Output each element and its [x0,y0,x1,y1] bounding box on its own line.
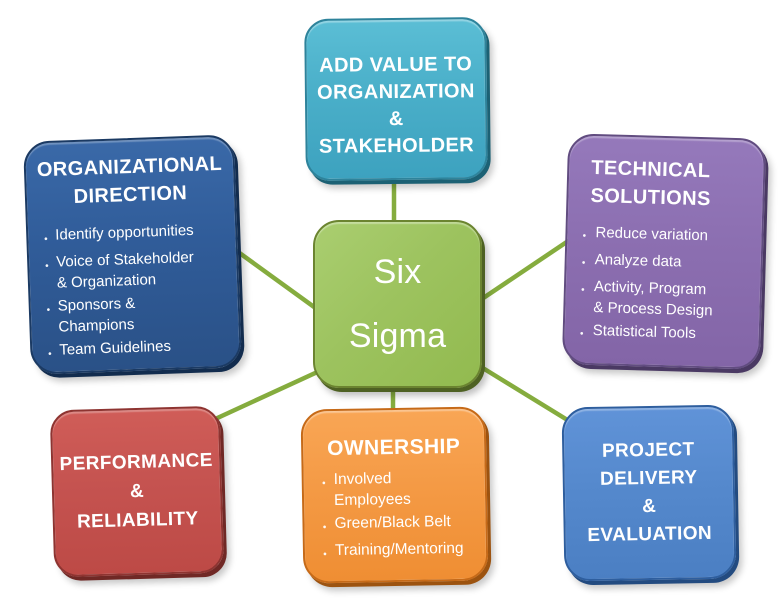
technical-solutions-bullet-list: • Reduce variation • Analyze data • Acti… [564,221,761,349]
bullet-text: Statistical Tools [592,322,697,342]
bullet-text: Green/Black Belt [334,513,451,533]
bullet-text: Analyze data [594,251,682,271]
node-performance-reliability: PERFORMANCE & RELIABILITY [49,405,225,578]
bullet-item: • Sponsors & Champions [38,289,238,338]
bullet-dot-icon: • [582,230,587,242]
bullet-text: Voice of Stakeholder & Organization [55,248,195,292]
bullet-item: • Training/Mentoring [315,537,486,565]
node-add-value: ADD VALUE TO ORGANIZATION & STAKEHOLDER [304,17,488,181]
bullet-dot-icon: • [46,304,51,317]
organizational-direction-bullet-list: • Identify opportunities • Voice of Stak… [28,218,240,365]
bullet-text: Identify opportunities [54,221,194,244]
bullet-text: Reduce variation [595,224,709,245]
bullet-item: • Reduce variation [573,221,762,251]
bullet-dot-icon: • [47,348,52,361]
node-performance-reliability-title: PERFORMANCE & RELIABILITY [59,449,214,533]
bullet-item: • Involved Employees [314,466,486,511]
node-ownership: OWNERSHIP • Involved Employees • Green/B… [300,406,489,584]
ownership-bullet-list: • Involved Employees • Green/Black Belt … [304,466,487,565]
bullet-item: • Green/Black Belt [314,510,485,538]
bullet-text: Training/Mentoring [334,539,464,560]
six-sigma-label: Six Sigma [348,253,447,355]
bullet-dot-icon: • [323,549,327,561]
node-organizational-direction: ORGANIZATIONAL DIRECTION • Identify oppo… [22,134,243,375]
node-technical-solutions-title: TECHNICAL SOLUTIONS [590,156,712,211]
node-project-delivery-evaluation-title: PROJECT DELIVERY & EVALUATION [587,439,713,547]
bullet-dot-icon: • [322,522,327,534]
node-add-value-title: ADD VALUE TO ORGANIZATION & STAKEHOLDER [316,53,475,158]
bullet-dot-icon: • [580,284,585,296]
bullet-item: • Activity, Program & Process Design [571,275,760,322]
node-six-sigma-center: Six Sigma [313,220,482,388]
bullet-text: Activity, Program & Process Design [593,278,713,320]
bullet-dot-icon: • [581,257,586,269]
node-ownership-title: OWNERSHIP [326,434,461,461]
node-project-delivery-evaluation: PROJECT DELIVERY & EVALUATION [561,404,737,582]
node-technical-solutions: TECHNICAL SOLUTIONS • Reduce variation •… [561,133,767,370]
bullet-item: • Voice of Stakeholder & Organization [37,245,237,294]
bullet-item: • Analyze data [572,248,761,278]
node-organizational-direction-title: ORGANIZATIONAL DIRECTION [36,152,223,209]
bullet-item: • Statistical Tools [570,319,759,349]
bullet-dot-icon: • [579,328,584,340]
bullet-text: Involved Employees [333,470,411,510]
bullet-text: Team Guidelines [58,337,172,359]
bullet-text: Sponsors & Champions [57,294,136,336]
bullet-dot-icon: • [43,233,48,246]
bullet-dot-icon: • [44,260,49,273]
bullet-dot-icon: • [321,478,326,490]
bullet-item: • Team Guidelines [40,333,240,365]
